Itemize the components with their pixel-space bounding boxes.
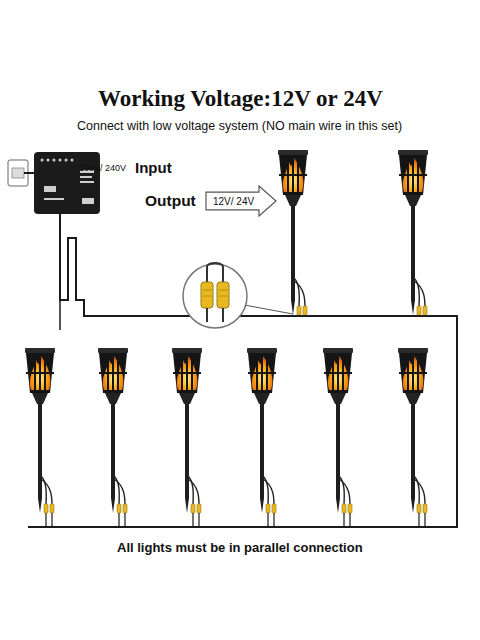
torch-light	[398, 348, 428, 513]
arrow-text: 12V/ 24V	[213, 196, 254, 207]
torch-light	[398, 150, 428, 315]
torch-light	[172, 348, 202, 513]
connector-detail	[201, 263, 229, 322]
tap-wires	[46, 315, 425, 527]
power-cord	[24, 172, 34, 174]
diagram-caption: All lights must be in parallel connectio…	[117, 540, 363, 555]
torch-light	[247, 348, 277, 513]
main-wire	[59, 300, 61, 330]
plug	[12, 168, 24, 178]
torch-light	[278, 150, 308, 315]
torch-light	[98, 348, 128, 513]
input-label: Input	[135, 159, 172, 176]
leader-line	[244, 305, 293, 314]
transformer	[34, 152, 100, 214]
output-arrow: 12V/ 24V	[205, 185, 277, 217]
main-wire	[28, 213, 457, 527]
arrow-outline	[206, 186, 276, 216]
detail-circle	[183, 264, 247, 328]
input-voltage: 100V/ 240V	[79, 163, 126, 173]
output-label: Output	[145, 192, 196, 210]
torch-light	[323, 348, 353, 513]
subtitle-note: Connect with low voltage system (NO main…	[77, 119, 402, 133]
diagram-title: Working Voltage:12V or 24V	[98, 86, 383, 112]
torch-light	[25, 348, 55, 513]
